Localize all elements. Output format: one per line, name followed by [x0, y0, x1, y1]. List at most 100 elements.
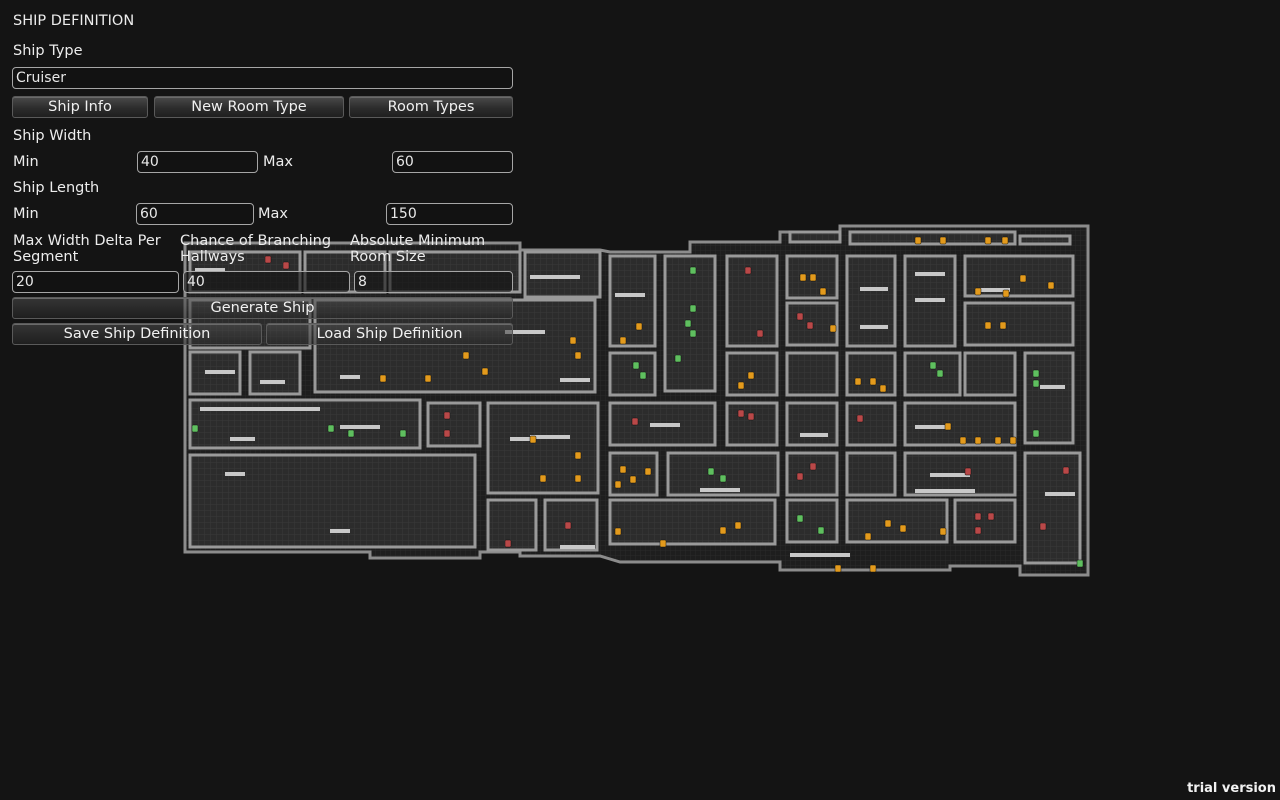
ship-info-button[interactable]: Ship Info — [12, 96, 148, 118]
ship-prop — [939, 236, 947, 245]
ship-prop — [737, 409, 745, 418]
load-ship-definition-button[interactable]: Load Ship Definition — [266, 323, 513, 345]
ship-prop — [443, 429, 451, 438]
ship-prop — [719, 526, 727, 535]
room — [523, 250, 602, 299]
ship-length-max-input[interactable]: 150 — [386, 203, 513, 225]
ship-prop — [869, 564, 877, 573]
ship-prop — [817, 526, 825, 535]
ship-prop — [899, 524, 907, 533]
ship-width-min-input[interactable]: 40 — [137, 151, 258, 173]
ship-prop — [796, 312, 804, 321]
furniture-bar — [790, 553, 850, 557]
ship-prop — [884, 519, 892, 528]
ship-prop — [689, 329, 697, 338]
chance-branching-input[interactable]: 40 — [183, 271, 350, 293]
furniture-bar — [225, 472, 245, 476]
ship-prop — [879, 384, 887, 393]
ship-prop — [629, 475, 637, 484]
ship-prop — [1047, 281, 1055, 290]
ship-prop — [635, 322, 643, 331]
ship-prop — [984, 321, 992, 330]
prop-layer — [191, 236, 1084, 573]
ship-prop — [747, 412, 755, 421]
ship-width-max-input[interactable]: 60 — [392, 151, 513, 173]
ship-width-max-label: Max — [263, 154, 293, 170]
room-types-button[interactable]: Room Types — [349, 96, 513, 118]
furniture-bar — [930, 473, 970, 477]
ship-prop — [504, 539, 512, 548]
furniture-bar — [915, 489, 975, 493]
room — [1023, 451, 1082, 565]
ship-prop — [689, 304, 697, 313]
room — [848, 230, 1017, 246]
ship-prop — [796, 514, 804, 523]
room — [725, 351, 779, 397]
room — [963, 301, 1075, 347]
room — [845, 254, 897, 348]
ship-prop — [809, 462, 817, 471]
furniture-bar — [915, 272, 945, 276]
room — [608, 351, 657, 397]
ship-length-label: Ship Length — [13, 180, 100, 196]
room — [845, 451, 897, 497]
ship-prop — [619, 336, 627, 345]
ship-prop — [929, 361, 937, 370]
furniture-bar — [340, 375, 360, 379]
ship-prop — [1062, 466, 1070, 475]
max-width-delta-input[interactable]: 20 — [12, 271, 179, 293]
panel-title: SHIP DEFINITION — [13, 13, 135, 29]
ship-prop — [639, 371, 647, 380]
ship-prop — [974, 512, 982, 521]
ship-prop — [1009, 436, 1017, 445]
ship-prop — [987, 512, 995, 521]
furniture-bar — [510, 437, 535, 441]
ship-type-label: Ship Type — [13, 43, 83, 59]
ship-prop — [799, 273, 807, 282]
ship-prop — [569, 336, 577, 345]
room — [188, 453, 477, 549]
furniture-bar — [560, 378, 590, 382]
ship-prop — [959, 436, 967, 445]
furniture-bar — [915, 298, 945, 302]
trial-version-watermark: trial version — [1187, 781, 1276, 796]
furniture-bar — [230, 437, 255, 441]
furniture-bar — [1040, 385, 1065, 389]
furniture-bar — [560, 545, 595, 549]
room — [953, 498, 1017, 544]
room — [608, 498, 777, 546]
ship-prop — [914, 236, 922, 245]
ship-prop — [644, 467, 652, 476]
furniture-bar — [915, 425, 945, 429]
ship-prop — [347, 429, 355, 438]
room — [788, 230, 842, 244]
ship-prop — [834, 564, 842, 573]
ship-prop — [443, 411, 451, 420]
room — [785, 498, 839, 544]
ship-prop — [191, 424, 199, 433]
ship-prop — [574, 451, 582, 460]
ship-prop — [819, 287, 827, 296]
ship-length-min-input[interactable]: 60 — [136, 203, 254, 225]
ship-prop — [632, 361, 640, 370]
ship-prop — [539, 474, 547, 483]
ship-width-label: Ship Width — [13, 128, 92, 144]
abs-min-room-input[interactable]: 8 — [354, 271, 513, 293]
ship-type-input[interactable]: Cruiser — [12, 67, 513, 89]
ship-width-min-label: Min — [13, 154, 39, 170]
ship-prop — [939, 527, 947, 536]
room — [1018, 234, 1072, 246]
furniture-bar — [700, 488, 740, 492]
ship-length-max-label: Max — [258, 206, 288, 222]
ship-prop — [719, 474, 727, 483]
ship-prop — [1032, 429, 1040, 438]
furniture-bar — [530, 435, 570, 439]
ship-prop — [974, 526, 982, 535]
ship-prop — [707, 467, 715, 476]
generate-ship-button[interactable]: Generate Ship — [12, 297, 513, 319]
chance-branching-label: Chance of Branching Hallways — [180, 233, 332, 265]
ship-prop — [631, 417, 639, 426]
save-ship-definition-button[interactable]: Save Ship Definition — [12, 323, 262, 345]
new-room-type-button[interactable]: New Room Type — [154, 96, 344, 118]
